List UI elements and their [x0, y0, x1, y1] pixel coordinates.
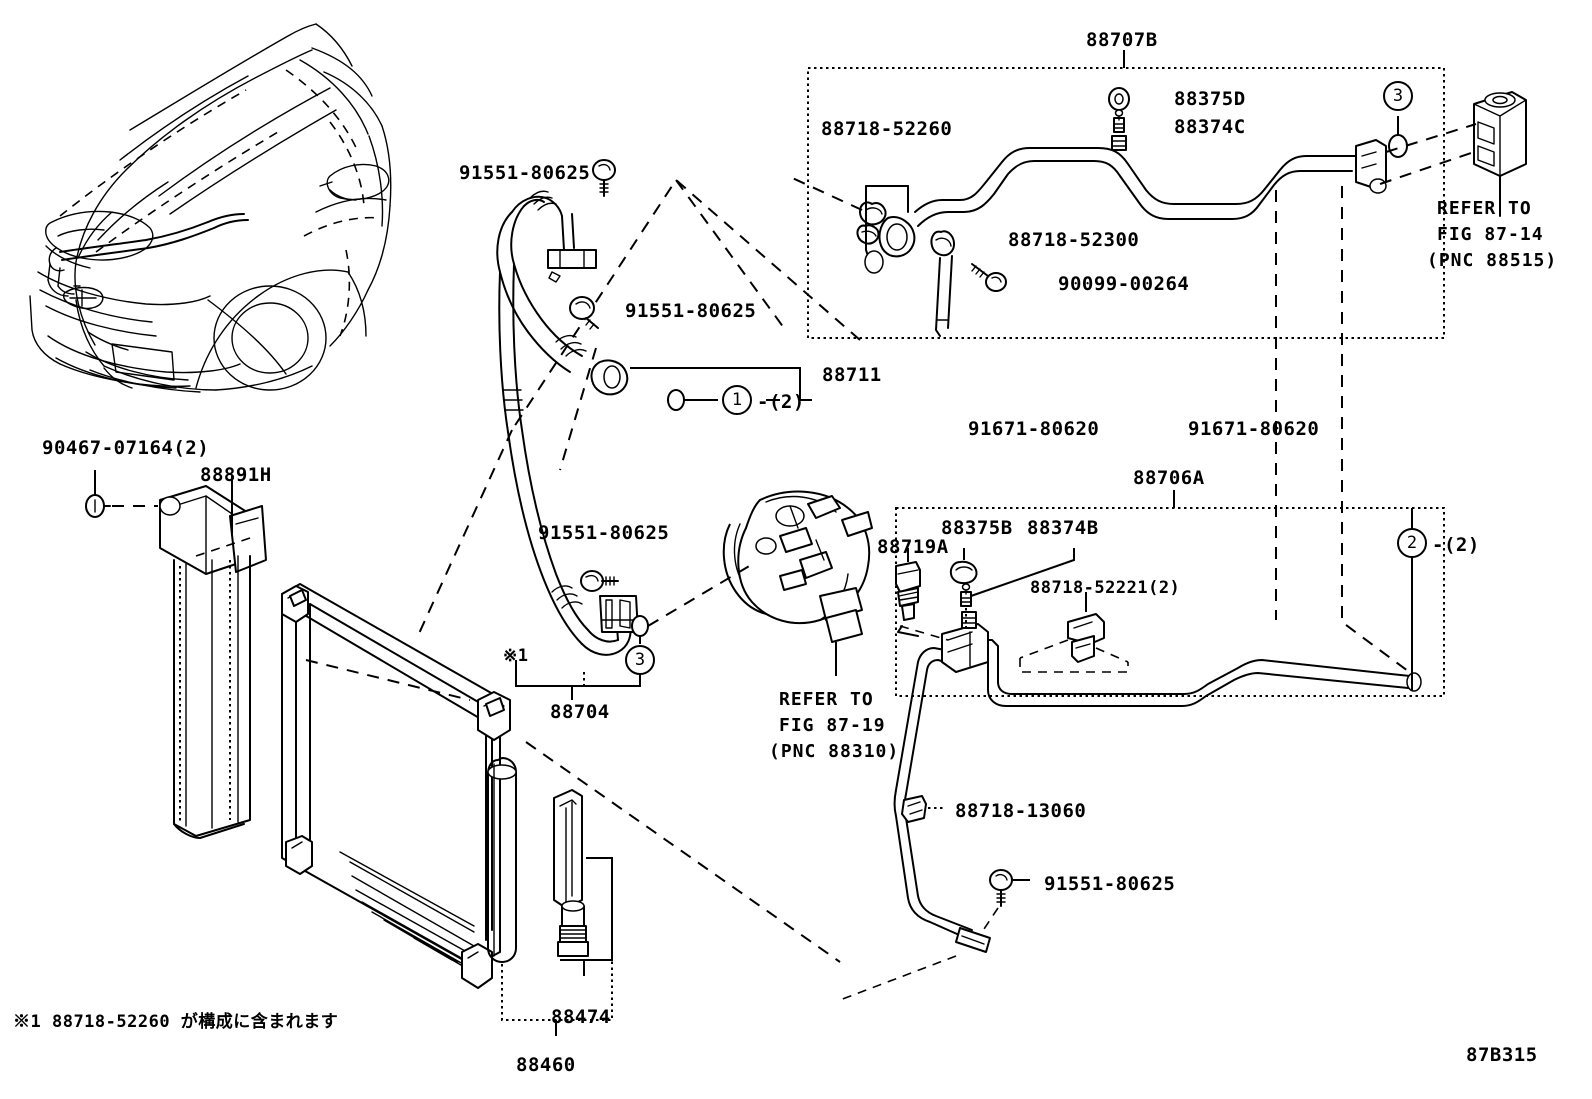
center-dashed-guides: [415, 179, 785, 641]
callout-3-lower: 3: [625, 645, 655, 675]
label-88718-52300: 88718-52300: [1008, 229, 1140, 251]
label-90099-00264: 90099-00264: [1058, 273, 1190, 295]
label-91671-80620-right: 91671-80620: [1188, 418, 1320, 440]
figure-id: 87B315: [1466, 1044, 1538, 1066]
label-91551-80625-top: 91551-80625: [459, 162, 591, 184]
refer-fig-87-14-line1: REFER TO: [1437, 198, 1532, 219]
refer-fig-87-19-line3: (PNC 88310): [769, 741, 900, 762]
label-88718-52260: 88718-52260: [821, 118, 953, 140]
suction-pipe-88707b: [856, 87, 1408, 337]
refer-fig-87-19-line1: REFER TO: [779, 689, 874, 710]
label-88374c: 88374C: [1174, 116, 1246, 138]
marker-star1-a: ※1: [503, 646, 529, 666]
expansion-valve-87-14: [1379, 91, 1527, 217]
label-88718-52221: 88718-52221(2): [1030, 578, 1181, 598]
label-88460: 88460: [516, 1054, 576, 1076]
suction-hose-88704: [498, 263, 649, 700]
label-91551-80625-bottom: 91551-80625: [1044, 873, 1176, 895]
label-88719a: 88719A: [877, 536, 949, 558]
label-88375b: 88375B: [941, 517, 1013, 539]
label-91551-80625-low: 91551-80625: [538, 522, 670, 544]
liquid-pipe-88706a: [305, 548, 1422, 1001]
discharge-hose-88711: [496, 159, 812, 411]
label-91671-80620-left: 91671-80620: [968, 418, 1100, 440]
callout-2-qty: -(2): [1432, 534, 1480, 556]
label-88374b: 88374B: [1027, 517, 1099, 539]
desiccant-88474: [553, 789, 613, 976]
group-box-88707b: [807, 50, 1445, 339]
label-88704: 88704: [550, 701, 610, 723]
label-88706a: 88706A: [1133, 467, 1205, 489]
label-88711: 88711: [822, 364, 882, 386]
refer-fig-87-14-line2: FIG 87-14: [1437, 224, 1544, 245]
callout-1: 1: [722, 385, 752, 415]
vehicle-outline-illustration: [29, 23, 392, 393]
refer-fig-87-14-line3: (PNC 88515): [1427, 250, 1558, 271]
callout-1-qty: -(2): [757, 391, 805, 413]
compressor-87-19: [647, 490, 873, 676]
label-91551-80625-mid: 91551-80625: [625, 300, 757, 322]
label-90467-07164: 90467-07164(2): [42, 437, 210, 459]
label-88718-13060: 88718-13060: [955, 800, 1087, 822]
note-star1: ※1 88718-52260 が構成に含まれます: [13, 1012, 339, 1032]
callout-2: 2: [1397, 528, 1427, 558]
label-88891h: 88891H: [200, 464, 272, 486]
refer-fig-87-19-line2: FIG 87-19: [779, 715, 886, 736]
label-88375d: 88375D: [1174, 88, 1246, 110]
label-88474: 88474: [551, 1006, 611, 1028]
label-88707b: 88707B: [1086, 29, 1158, 51]
condenser-88460: [85, 470, 613, 1036]
callout-3-upper: 3: [1383, 81, 1413, 111]
